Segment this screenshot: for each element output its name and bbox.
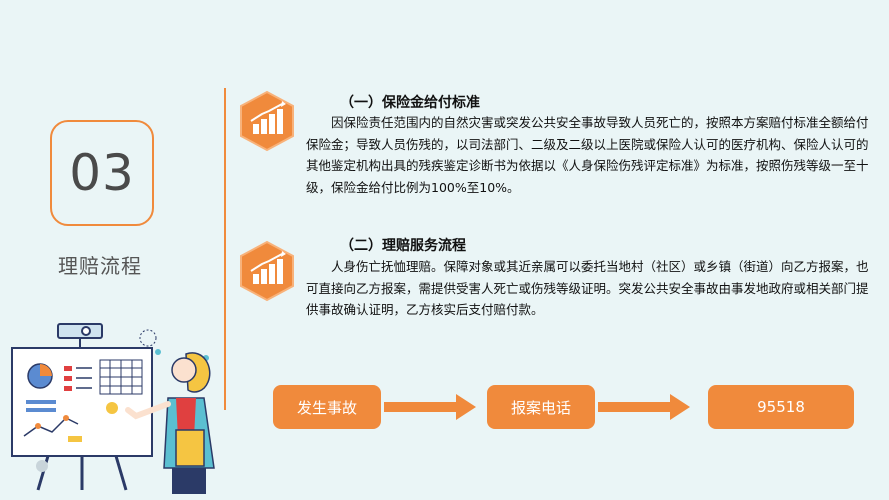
section-2-body: 人身伤亡抚恤理赔。保障对象或其近亲属可以委托当地村（社区）或乡镇（街道）向乙方报… xyxy=(306,259,869,317)
section-2-heading: （二）理赔服务流程 xyxy=(340,238,466,254)
flow-step-accident: 发生事故 xyxy=(273,385,381,429)
bar-chart-growth-icon xyxy=(240,90,294,152)
flow-step-report-phone: 报案电话 xyxy=(487,385,595,429)
vertical-divider xyxy=(224,88,226,410)
section-1-body: 因保险责任范围内的自然灾害或突发公共安全事故导致人员死亡的，按照本方案赔付标准全… xyxy=(306,115,869,195)
section-number-box: 03 xyxy=(50,120,154,226)
arrow-right-icon xyxy=(598,394,690,420)
section-title: 理赔流程 xyxy=(58,254,142,278)
section-1-heading: （一）保险金给付标准 xyxy=(340,95,480,111)
presenter-illustration xyxy=(11,323,215,494)
arrow-right-icon xyxy=(384,394,476,420)
section-number: 03 xyxy=(69,144,135,202)
bar-chart-growth-icon xyxy=(240,240,294,302)
flow-step-phone-number: 95518 xyxy=(708,385,854,429)
